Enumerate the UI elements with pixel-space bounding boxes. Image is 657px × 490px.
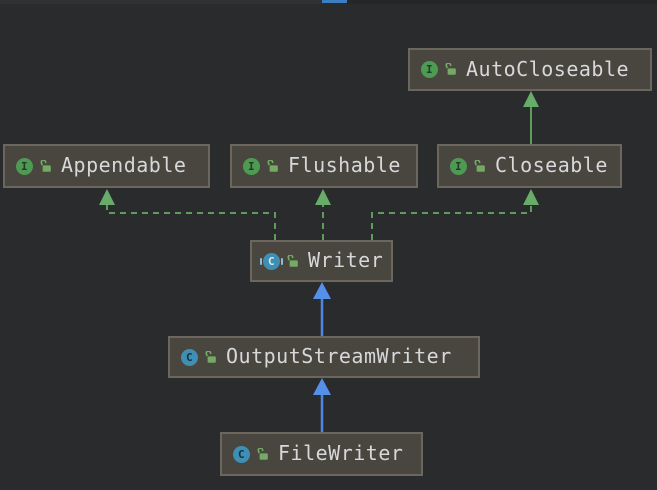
lock-icon	[287, 254, 298, 267]
top-edge-strip-left	[0, 0, 323, 4]
node-closeable[interactable]: I Closeable	[437, 144, 622, 188]
edge-filewriter-outputstreamwriter	[313, 378, 331, 432]
node-label: Appendable	[61, 153, 187, 177]
interface-icon: I	[421, 61, 438, 78]
edge-closeable-autocloseable	[523, 91, 539, 144]
node-writer[interactable]: C Writer	[250, 240, 393, 282]
node-appendable[interactable]: I Appendable	[3, 144, 210, 188]
interface-icon: I	[243, 157, 260, 175]
interface-icon: I	[450, 157, 467, 175]
edge-writer-closeable	[371, 189, 539, 240]
node-autocloseable[interactable]: I AutoCloseable	[408, 48, 652, 91]
node-label: FileWriter	[278, 441, 404, 465]
edge-writer-appendable	[99, 189, 276, 240]
lock-icon	[267, 159, 278, 172]
node-outputstreamwriter[interactable]: C OutputStreamWriter	[168, 336, 480, 378]
interface-icon: I	[16, 157, 33, 175]
node-label: Flushable	[288, 153, 401, 177]
lock-icon	[205, 350, 216, 363]
class-icon: C	[233, 445, 250, 463]
node-label: OutputStreamWriter	[226, 344, 452, 368]
lock-icon	[474, 159, 485, 172]
node-filewriter[interactable]: C FileWriter	[220, 432, 423, 476]
lock-icon	[40, 159, 51, 172]
lock-icon	[445, 63, 456, 75]
node-label: AutoCloseable	[466, 56, 630, 81]
lock-icon	[257, 447, 268, 460]
top-edge-accent	[322, 0, 347, 3]
edge-writer-flushable	[315, 189, 331, 240]
edge-outputstreamwriter-writer	[313, 282, 331, 336]
node-flushable[interactable]: I Flushable	[230, 144, 418, 188]
node-label: Writer	[308, 248, 384, 272]
node-label: Closeable	[495, 153, 608, 177]
abstract-class-icon: C	[260, 252, 283, 270]
top-edge-strip-right	[346, 0, 657, 4]
class-icon: C	[181, 348, 198, 366]
